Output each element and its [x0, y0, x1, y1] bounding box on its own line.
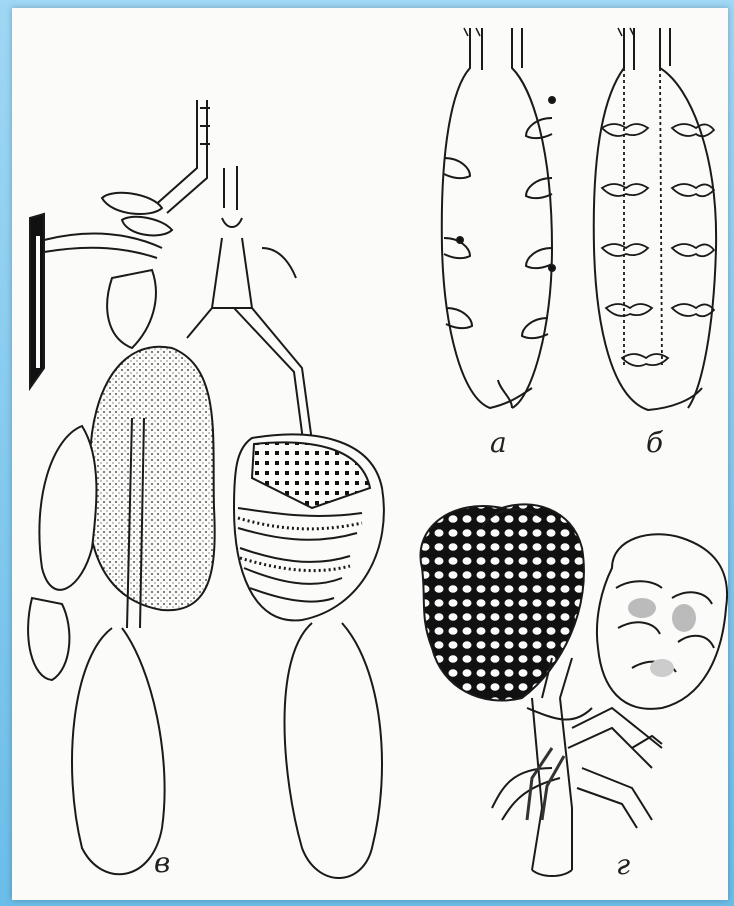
left-lung [88, 347, 215, 611]
alveolar-mesh [420, 504, 583, 700]
right-air-sac [285, 623, 383, 878]
label-b: б [646, 426, 663, 459]
illustration-sheet: а б в г [12, 8, 728, 900]
bronchus [532, 698, 572, 870]
label-v: в [154, 846, 170, 879]
alveolar-sac [597, 534, 727, 709]
label-a: а [490, 426, 507, 459]
panel-b-folded-sac [594, 28, 716, 410]
panel-a-sac [442, 28, 555, 408]
left-air-sac [72, 628, 165, 874]
panel-v-lungs [28, 100, 384, 878]
panel-g-alveoli [420, 504, 727, 876]
anatomy-diagram [12, 8, 728, 900]
label-g: г [616, 848, 630, 881]
